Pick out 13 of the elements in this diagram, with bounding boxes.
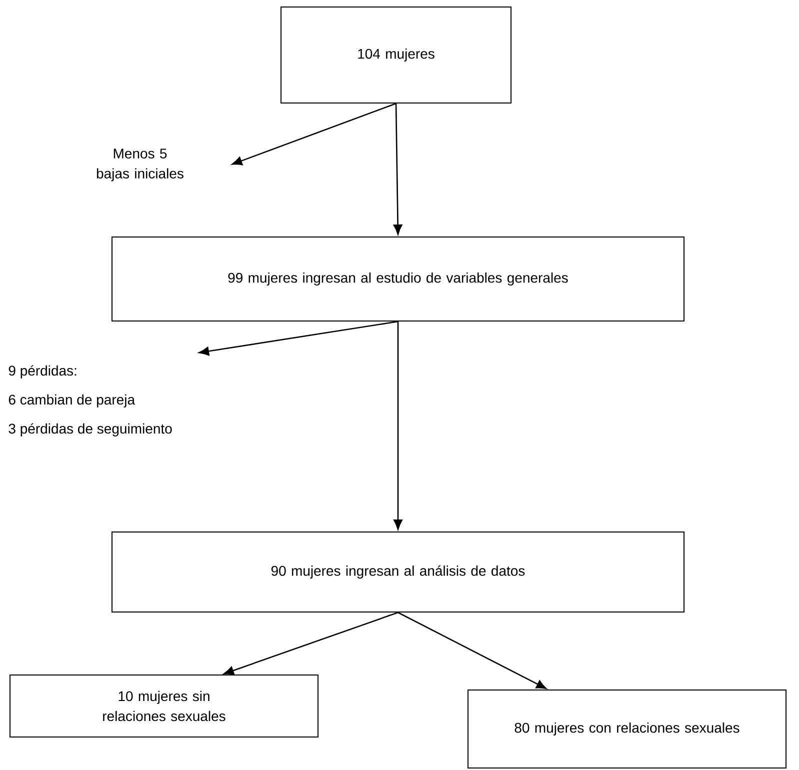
process-box: 80 mujeres con relaciones sexuales bbox=[468, 690, 787, 768]
arrow bbox=[398, 612, 546, 690]
note-text: Menos 5 bajas iniciales bbox=[96, 148, 184, 182]
note-text: 9 pérdidas: 6 cambian de pareja 3 pérdidas de seguimiento bbox=[8, 365, 172, 436]
arrow bbox=[224, 612, 398, 675]
arrow bbox=[232, 102, 396, 166]
process-box: 10 mujeres sin relaciones sexuales bbox=[10, 674, 318, 738]
process-box: 99 mujeres ingresan al estudio de variables generales bbox=[112, 236, 684, 322]
arrow bbox=[394, 322, 402, 530]
arrow bbox=[198, 320, 398, 356]
process-box: 104 mujeres bbox=[280, 6, 512, 104]
arrow bbox=[393, 104, 402, 235]
process-box: 90 mujeres ingresan al análisis de datos bbox=[112, 532, 684, 612]
